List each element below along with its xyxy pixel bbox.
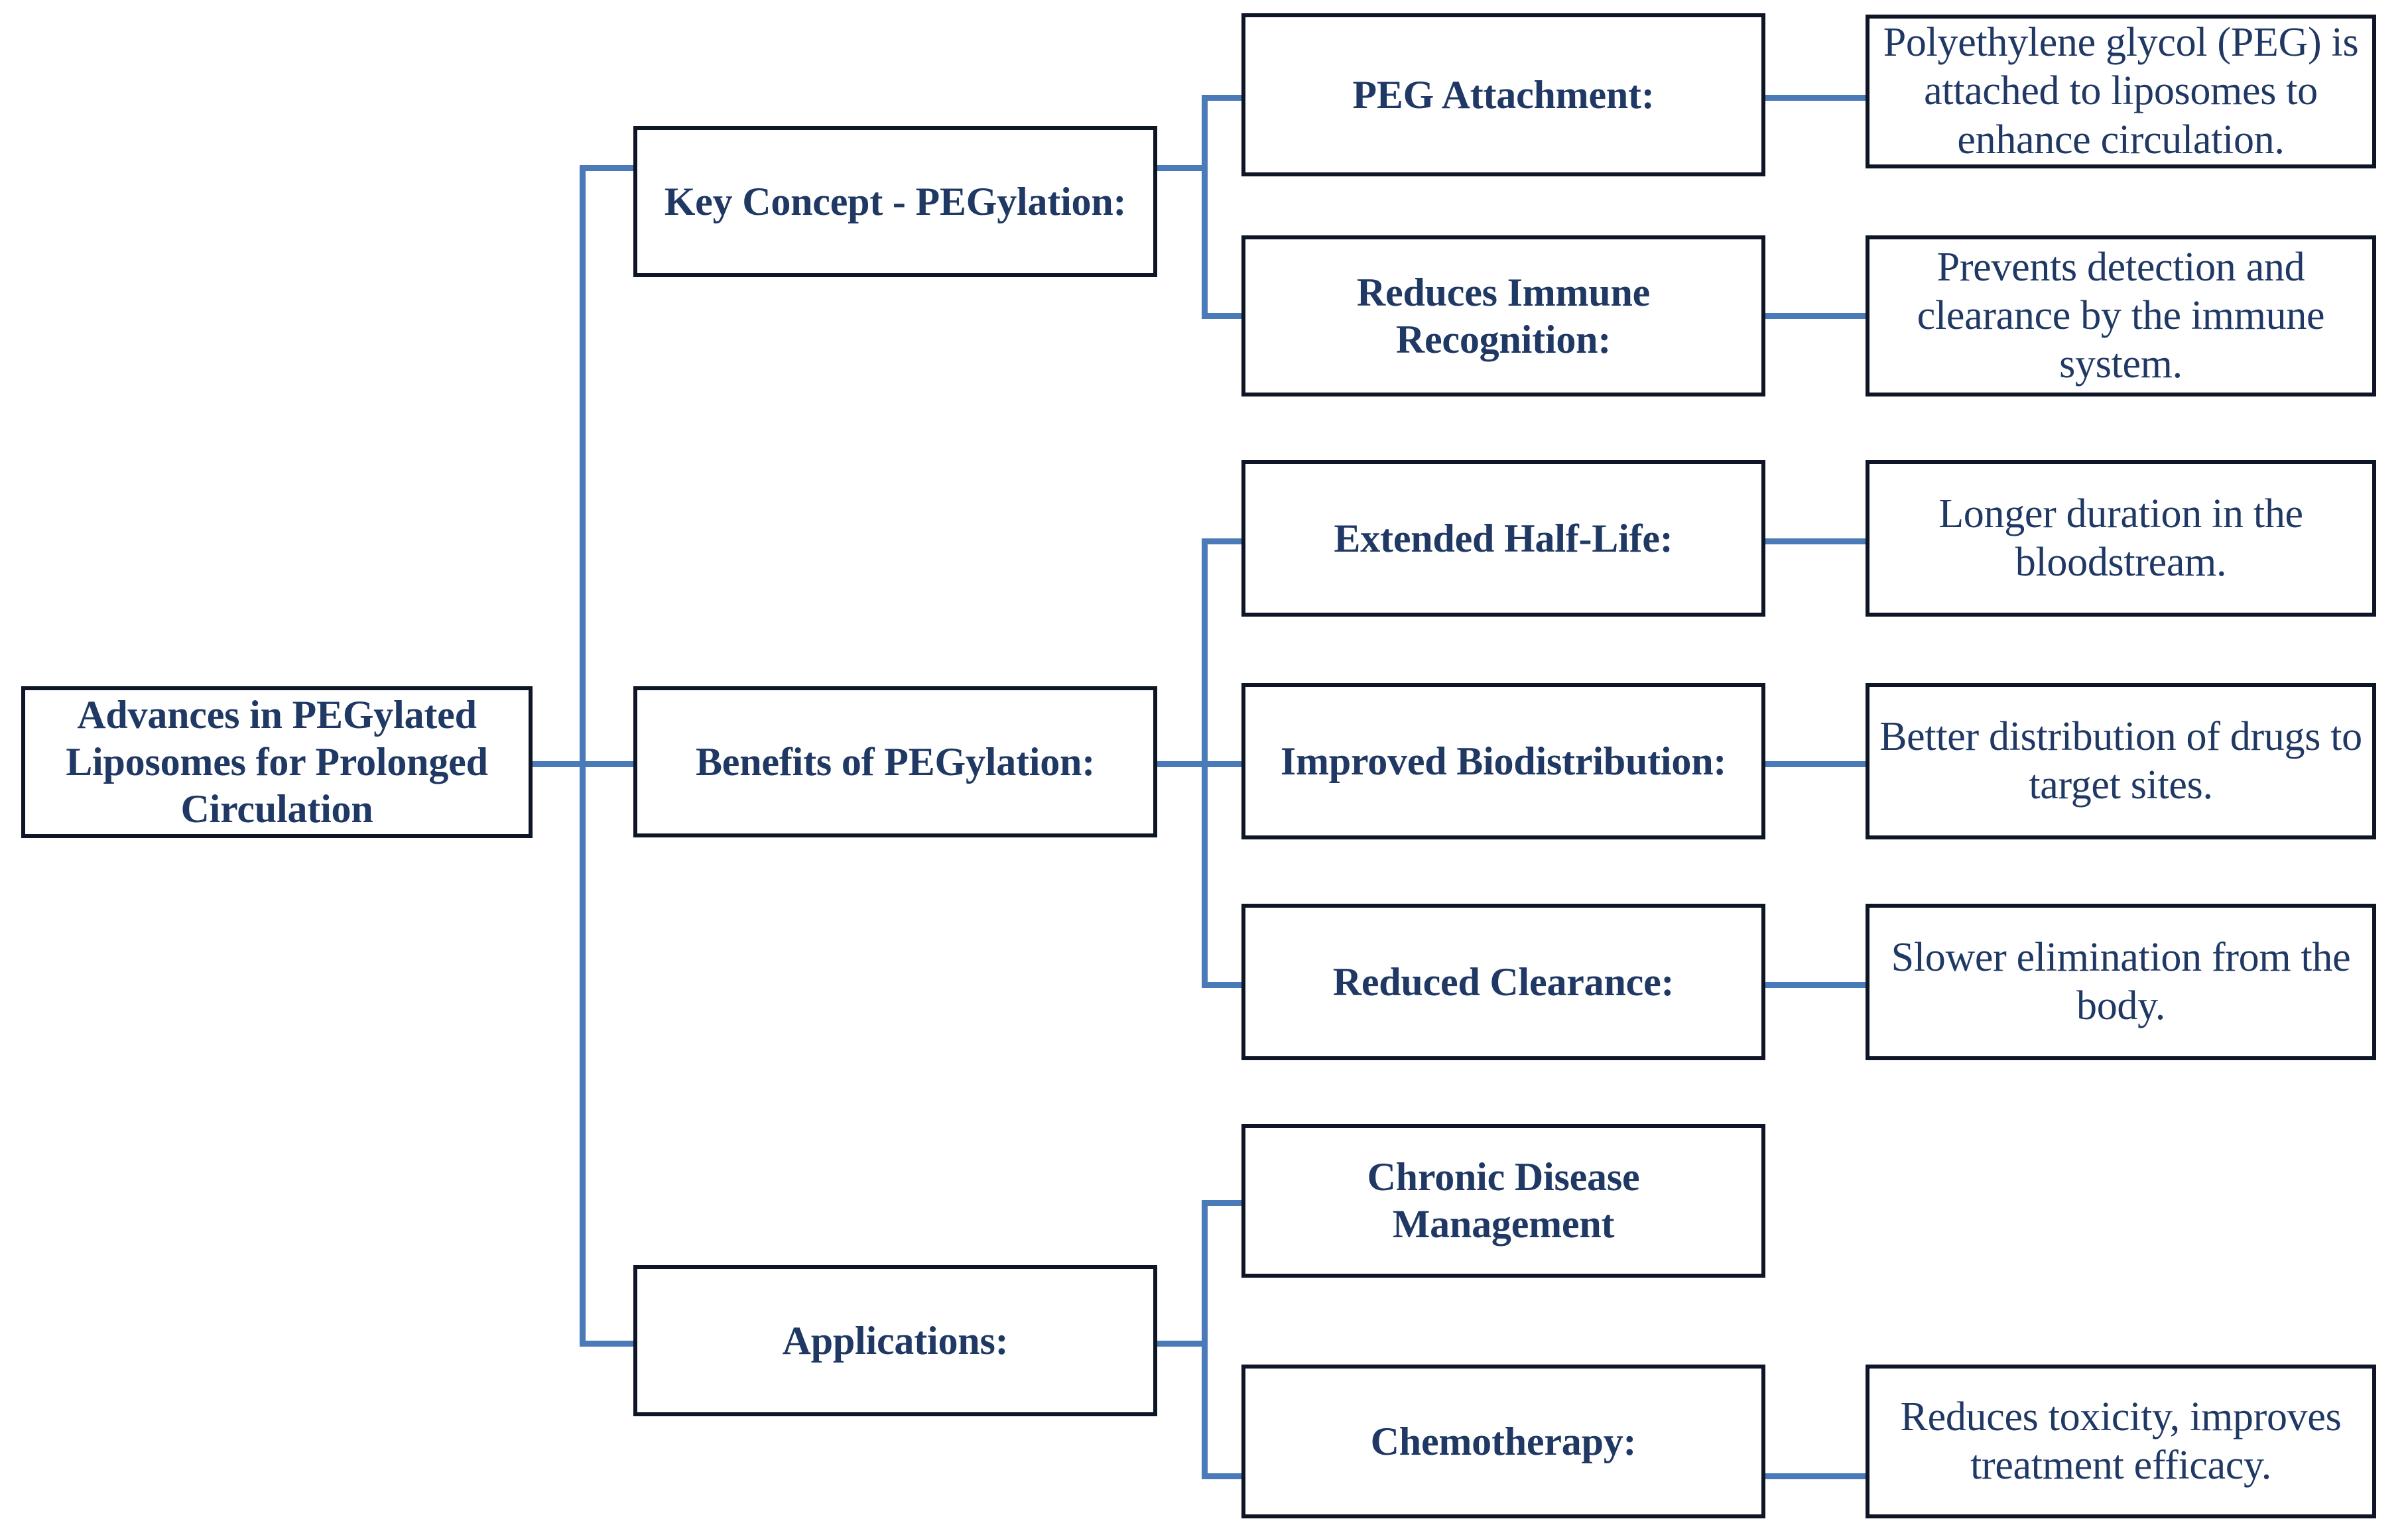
connector-benefits-to-reduced-clearance <box>1202 982 1241 988</box>
connector-peg-attachment-to-detail <box>1761 95 1870 101</box>
connector-key-concept-to-reduces-immune <box>1202 313 1241 319</box>
detail-peg-attachment[interactable]: Polyethylene glycol (PEG) is attached to… <box>1866 15 2376 168</box>
connector-reduced-clearance-to-detail <box>1761 982 1870 988</box>
node-benefits[interactable]: Benefits of PEGylation: <box>633 686 1157 837</box>
connector-trunk-to-applications <box>580 1341 635 1347</box>
detail-improved-biodistribution[interactable]: Better distribution of drugs to target s… <box>1866 683 2376 839</box>
node-applications-label: Applications: <box>782 1318 1009 1363</box>
node-root[interactable]: Advances in PEGylated Liposomes for Prol… <box>21 686 533 838</box>
connector-key-concept-stub <box>1157 165 1207 171</box>
node-reduced-clearance-label: Reduced Clearance: <box>1332 959 1675 1004</box>
detail-improved-biodistribution-text: Better distribution of drugs to target s… <box>1879 713 2362 808</box>
connector-biodistribution-to-detail <box>1761 761 1870 767</box>
detail-extended-half-life[interactable]: Longer duration in the bloodstream. <box>1866 460 2376 617</box>
node-extended-half-life[interactable]: Extended Half-Life: <box>1241 460 1765 617</box>
connector-half-life-to-detail <box>1761 538 1870 544</box>
connector-reduces-immune-to-detail <box>1761 313 1870 319</box>
node-chemotherapy-label: Chemotherapy: <box>1370 1419 1637 1463</box>
detail-reduced-clearance-text: Slower elimination from the body. <box>1891 934 2351 1028</box>
node-improved-biodistribution-label: Improved Biodistribution: <box>1280 739 1727 783</box>
connector-applications-stub <box>1157 1341 1207 1347</box>
node-reduces-immune-recognition[interactable]: Reduces Immune Recognition: <box>1241 235 1765 396</box>
node-key-concept[interactable]: Key Concept - PEGylation: <box>633 126 1157 277</box>
detail-chemotherapy-text: Reduces toxicity, improves treatment eff… <box>1900 1394 2342 1488</box>
connector-main-trunk <box>580 168 586 1345</box>
connector-trunk-to-key-concept <box>580 165 635 171</box>
connector-applications-to-chemotherapy <box>1202 1473 1241 1479</box>
connector-key-concept-trunk <box>1202 95 1208 319</box>
detail-chemotherapy[interactable]: Reduces toxicity, improves treatment eff… <box>1866 1365 2376 1518</box>
detail-extended-half-life-text: Longer duration in the bloodstream. <box>1938 491 2303 585</box>
node-root-label: Advances in PEGylated Liposomes for Prol… <box>66 693 488 831</box>
connector-key-concept-to-peg-attachment <box>1202 95 1241 101</box>
node-chemotherapy[interactable]: Chemotherapy: <box>1241 1365 1765 1518</box>
connector-chemotherapy-to-detail <box>1761 1473 1870 1479</box>
connector-benefits-to-biodistribution <box>1202 761 1241 767</box>
node-chronic-disease-management[interactable]: Chronic Disease Management <box>1241 1124 1765 1278</box>
node-chronic-disease-management-label: Chronic Disease Management <box>1367 1155 1640 1246</box>
node-improved-biodistribution[interactable]: Improved Biodistribution: <box>1241 683 1765 839</box>
node-applications[interactable]: Applications: <box>633 1265 1157 1416</box>
node-key-concept-label: Key Concept - PEGylation: <box>664 179 1127 223</box>
detail-reduced-clearance[interactable]: Slower elimination from the body. <box>1866 904 2376 1060</box>
node-extended-half-life-label: Extended Half-Life: <box>1334 516 1673 560</box>
connector-applications-trunk <box>1202 1200 1208 1479</box>
connector-benefits-stub <box>1157 761 1207 767</box>
node-reduced-clearance[interactable]: Reduced Clearance: <box>1241 904 1765 1060</box>
detail-reduces-immune-recognition[interactable]: Prevents detection and clearance by the … <box>1866 235 2376 396</box>
node-peg-attachment[interactable]: PEG Attachment: <box>1241 13 1765 176</box>
connector-trunk-to-benefits <box>580 761 635 767</box>
detail-peg-attachment-text: Polyethylene glycol (PEG) is attached to… <box>1883 20 2359 162</box>
node-benefits-label: Benefits of PEGylation: <box>695 739 1096 784</box>
detail-reduces-immune-recognition-text: Prevents detection and clearance by the … <box>1917 244 2325 387</box>
connector-applications-to-chronic <box>1202 1200 1241 1206</box>
connector-benefits-to-half-life <box>1202 538 1241 544</box>
connector-root-stub <box>533 761 586 767</box>
node-peg-attachment-label: PEG Attachment: <box>1352 72 1655 117</box>
node-reduces-immune-recognition-label: Reduces Immune Recognition: <box>1356 270 1651 361</box>
